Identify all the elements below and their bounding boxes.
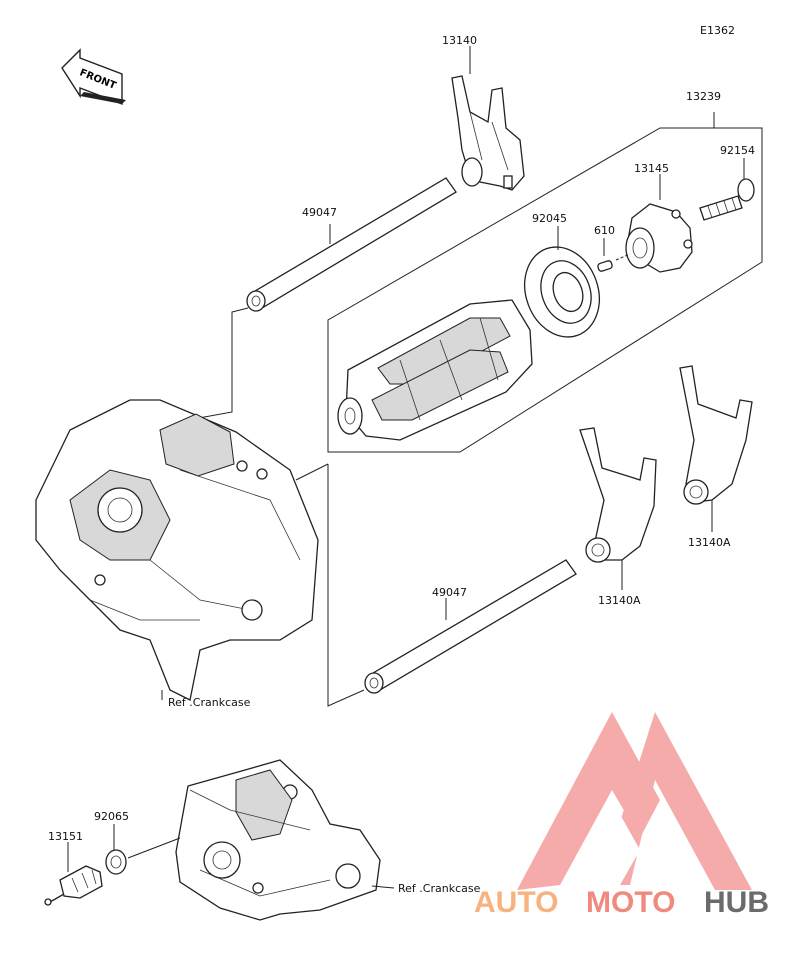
drum-set-bracket [327, 112, 763, 453]
pin-610 [597, 253, 631, 272]
shift-fork-13140a-right [679, 365, 753, 505]
part-number-49047-upper: 49047 [302, 206, 337, 219]
ref-crankcase-upper: Ref .Crankcase [168, 696, 251, 709]
part-number-13239: 13239 [686, 90, 721, 103]
watermark-auto: AUTO [474, 886, 558, 919]
crankcase-upper [35, 399, 319, 701]
part-number-92045: 92045 [532, 212, 567, 225]
bearing-92045 [524, 246, 600, 338]
shift-fork-13140a-mid [579, 427, 657, 563]
watermark-hub: HUB [704, 886, 769, 919]
washer-92065 [105, 849, 127, 875]
drum-holder-13145 [625, 203, 693, 273]
fork-shaft-upper [246, 177, 457, 312]
watermark-moto: MOTO [586, 886, 675, 919]
watermark-text: AUTO MOTO HUB [474, 886, 769, 919]
front-arrow-icon: FRONT [61, 48, 126, 106]
part-number-49047-lower: 49047 [432, 586, 467, 599]
part-number-13140: 13140 [442, 34, 477, 47]
shift-drum [337, 299, 533, 441]
part-number-13140a-right: 13140A [688, 536, 731, 549]
part-number-13145: 13145 [634, 162, 669, 175]
part-number-13140a-mid: 13140A [598, 594, 641, 607]
part-number-13151: 13151 [48, 830, 83, 843]
part-number-92154: 92154 [720, 144, 755, 157]
neutral-switch-13151 [44, 865, 103, 906]
watermark-logo [517, 712, 752, 890]
part-number-610: 610 [594, 224, 615, 237]
bolt-92154 [699, 178, 755, 221]
fork-shaft-lower [364, 559, 577, 694]
diagram-code: E1362 [700, 24, 735, 37]
shift-fork-13140 [451, 75, 525, 191]
crankcase-lower [175, 759, 381, 921]
ref-crankcase-lower: Ref .Crankcase [398, 882, 481, 895]
part-number-92065: 92065 [94, 810, 129, 823]
